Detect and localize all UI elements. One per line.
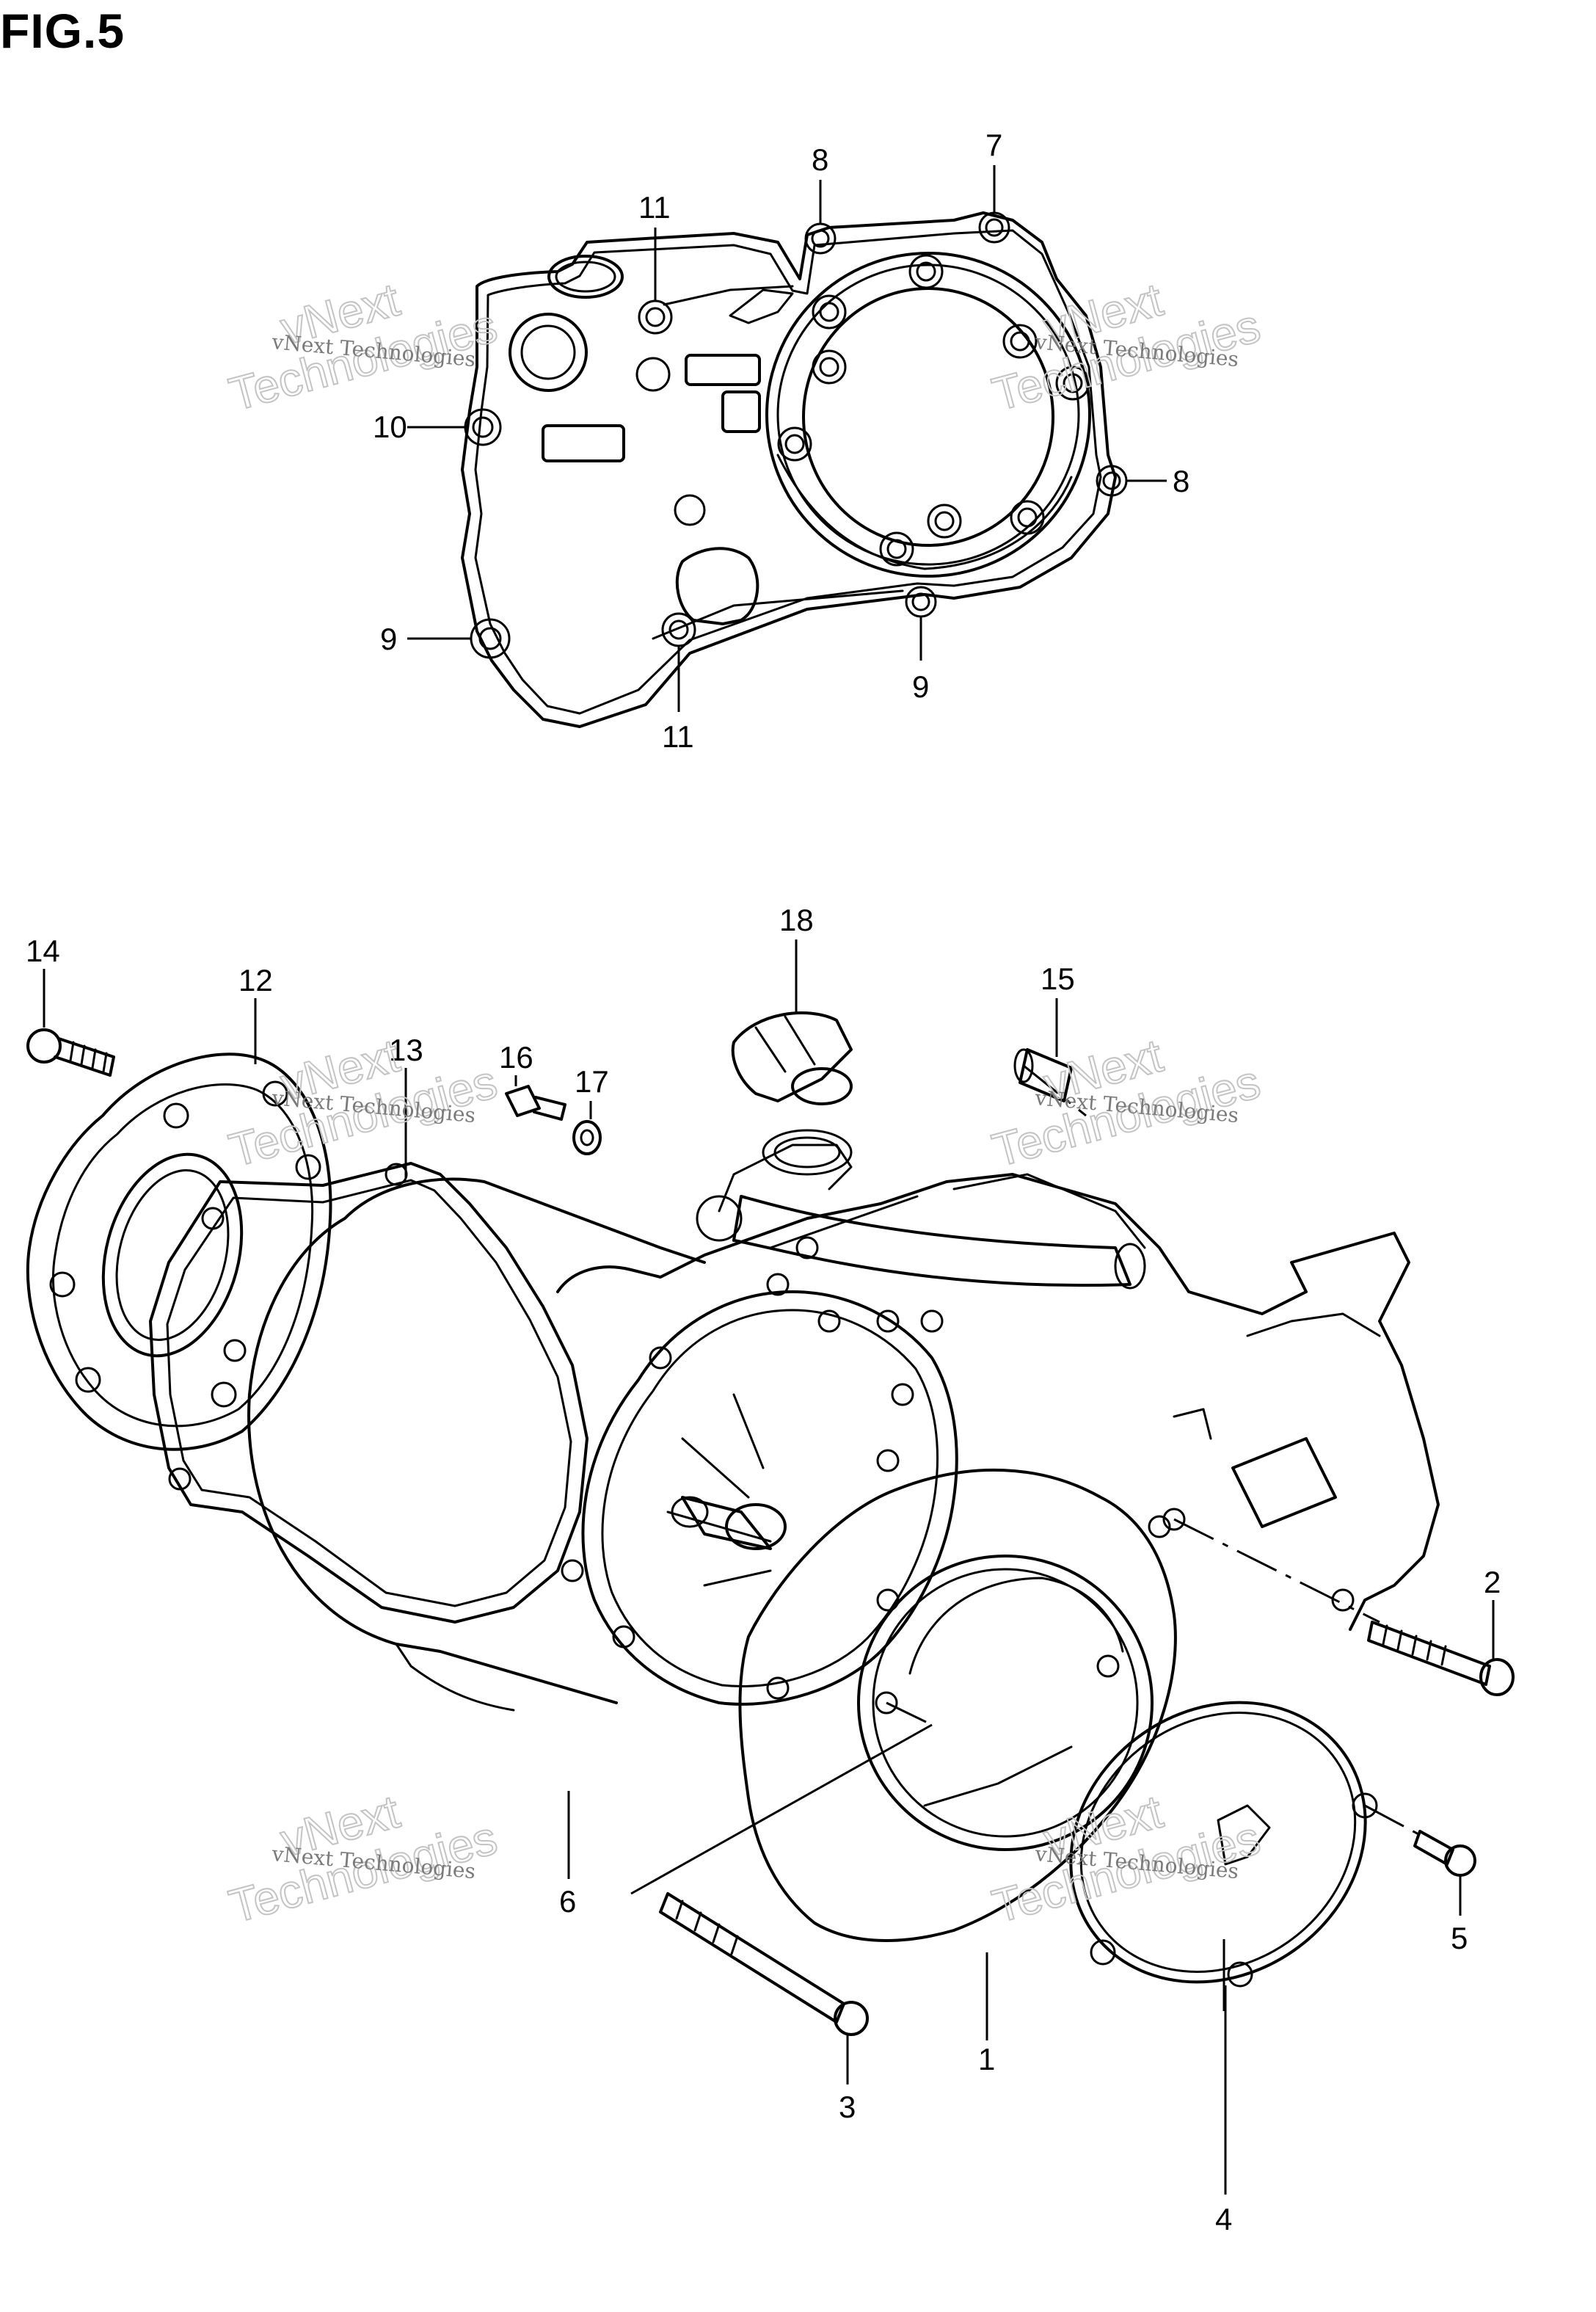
- crankcase-cylinder: [247, 1177, 706, 1712]
- callout-12: 12: [238, 963, 273, 997]
- callout-14: 14: [26, 934, 60, 968]
- cover-gasket: [461, 211, 1128, 728]
- callout-15: 15: [1041, 961, 1075, 996]
- callout-18: 18: [779, 903, 814, 937]
- bottom-leader-lines: [43, 939, 1495, 2195]
- part-4-round-cover: [1069, 1701, 1378, 1988]
- callout-2: 2: [1484, 1565, 1501, 1599]
- callout-9-left: 9: [380, 622, 397, 656]
- callout-8-top: 8: [812, 142, 828, 177]
- callout-9-right: 9: [912, 669, 929, 704]
- callout-11-bottom: 11: [662, 719, 694, 754]
- callout-6: 6: [559, 1884, 576, 1919]
- watermark-bottom-right: vNext Technologies vNext Technologies: [986, 1784, 1266, 1934]
- crankcase-body: [556, 1129, 1440, 1706]
- callout-labels: 11 8 7 8 10 9 9 11 14 12 13 16 17 18 15 …: [26, 128, 1501, 2236]
- callout-13: 13: [389, 1033, 423, 1067]
- part-13-gasket: [149, 1162, 589, 1624]
- figure-title: FIG.5: [0, 4, 125, 58]
- part-1-clutch-cover: [738, 1468, 1186, 1942]
- callout-11-top: 11: [638, 190, 671, 225]
- part-14-bolt: [26, 1028, 115, 1077]
- callout-7: 7: [985, 128, 1002, 162]
- callout-10: 10: [373, 410, 407, 444]
- part-16-bolt: [505, 1085, 566, 1121]
- part-15-dowel: [1013, 1048, 1073, 1102]
- breather-hose: [696, 1195, 1146, 1290]
- part-5-screw: [1413, 1830, 1476, 1877]
- callout-8-right: 8: [1173, 464, 1189, 498]
- callout-3: 3: [839, 2090, 856, 2124]
- callout-4: 4: [1215, 2202, 1232, 2236]
- callout-17: 17: [575, 1064, 609, 1099]
- watermark-top-right: vNext Technologies vNext Technologies: [986, 272, 1266, 422]
- assembly-lines: [630, 1064, 1421, 1895]
- part-12-plate: [26, 1053, 332, 1451]
- watermark-top-left: vNext Technologies vNext Technologies: [223, 272, 503, 422]
- watermark-mid-left: vNext Technologies vNext Technologies: [223, 1028, 503, 1178]
- watermark-bottom-left: vNext Technologies vNext Technologies: [223, 1784, 503, 1934]
- callout-5: 5: [1451, 1921, 1468, 1955]
- callout-16: 16: [499, 1040, 533, 1075]
- part-3-bolt: [659, 1892, 869, 2036]
- part-17-washer: [572, 1120, 602, 1155]
- part-18-oil-cap: [731, 1011, 853, 1105]
- top-leader-lines: [407, 165, 1167, 712]
- part-2-bolt: [1367, 1621, 1515, 1696]
- callout-1: 1: [978, 2042, 995, 2076]
